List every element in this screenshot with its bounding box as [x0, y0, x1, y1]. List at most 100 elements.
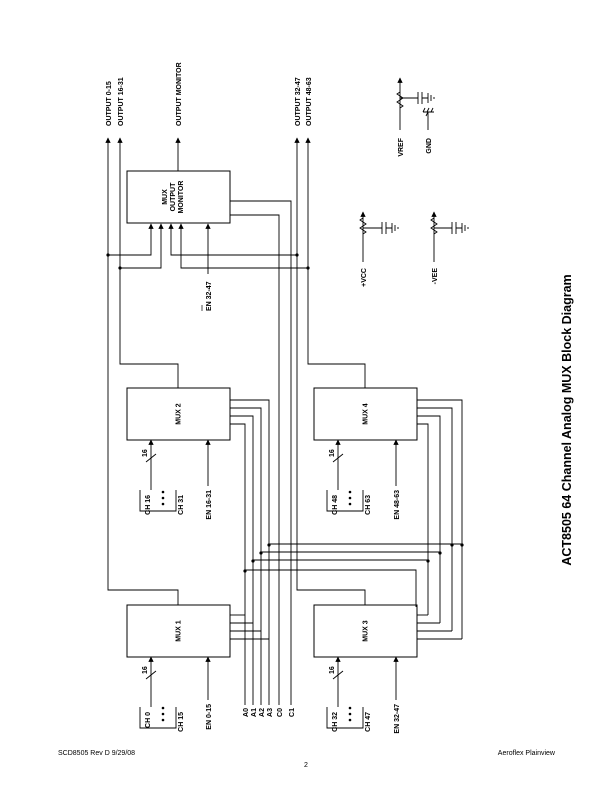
bus-junction-1	[243, 569, 247, 573]
addr-label-c0: C0	[277, 708, 284, 717]
ch31-label: CH 31	[178, 495, 185, 515]
vee-resistor-icon	[430, 217, 438, 235]
ellipsis-dot	[348, 712, 352, 716]
ellipsis-dot	[348, 502, 352, 506]
ch0-label: CH 0	[145, 712, 152, 728]
slash-mux4	[332, 453, 344, 463]
bus-mux2-a0	[230, 399, 270, 545]
vref-capacitor-icon	[400, 92, 435, 104]
output-48-63-label: OUTPUT 48-63	[306, 77, 313, 126]
output-0-15-label: OUTPUT 0-15	[106, 81, 113, 126]
mux4-label: MUX 4	[363, 403, 370, 425]
bus-mux4-a3	[417, 423, 429, 561]
bus-junction-5	[426, 559, 430, 563]
ch-bracket-mux3	[326, 707, 364, 729]
diagram-title: ACT8505 64 Channel Analog MUX Block Diag…	[560, 274, 574, 565]
bus-junction-4	[267, 543, 271, 547]
bus-junction-8	[460, 543, 464, 547]
vee-label: -VEE	[432, 268, 439, 285]
slash-mux3	[332, 670, 344, 680]
wire-mux2-out	[117, 137, 179, 388]
ellipsis-dot	[161, 496, 165, 500]
ch63-label: CH 63	[365, 495, 372, 515]
wire-mux3-out	[294, 137, 366, 605]
footer-left: SCD8505 Rev D 9/29/08	[58, 750, 135, 757]
footer-page-number: 2	[304, 762, 308, 769]
bus-a2	[260, 551, 441, 705]
wire-tap-48-63	[178, 223, 308, 269]
en-monitor-label: EN 32-47	[206, 281, 213, 311]
addr-label-a1: A1	[251, 708, 258, 717]
wire-mux1-out	[105, 137, 179, 605]
slash-mux2	[145, 453, 157, 463]
ch15-label: CH 15	[178, 712, 185, 732]
en-48-63-label: EN 48-63	[394, 490, 401, 520]
bus-junction-2	[251, 559, 255, 563]
junction-48-63	[306, 266, 310, 270]
wire-mux4-out	[305, 137, 366, 388]
mux2-block	[126, 387, 231, 441]
vcc-capacitor-icon	[363, 222, 399, 234]
junction-32-47	[295, 253, 299, 257]
mux1-block	[126, 604, 231, 658]
ellipsis-dot	[348, 490, 352, 494]
mux3-label: MUX 3	[363, 620, 370, 642]
wire-tap-16-31	[120, 223, 164, 269]
vcc-resistor-icon	[359, 217, 367, 235]
bus-mux4-a0	[417, 399, 463, 639]
ellipsis-dot	[161, 718, 165, 722]
addr-label-c1: C1	[289, 708, 296, 717]
monitor-label-line1: MUX	[162, 189, 169, 205]
vref-resistor-icon	[396, 91, 404, 109]
junction-0-15	[106, 253, 110, 257]
en-16-31-label: EN 16-31	[206, 490, 213, 520]
ellipsis-dot	[161, 712, 165, 716]
ellipsis-dot	[161, 706, 165, 710]
bus-c0	[230, 214, 280, 705]
ellipsis-dot	[348, 496, 352, 500]
vcc-label: +VCC	[361, 268, 368, 287]
gnd-label: GND	[426, 138, 433, 154]
bus-mux4-a1	[417, 407, 453, 545]
ellipsis-dot	[161, 490, 165, 494]
ch-bracket-mux1	[139, 707, 177, 729]
monitor-block	[126, 170, 231, 224]
bus-junction-3	[259, 551, 263, 555]
gnd-wire	[422, 107, 434, 130]
wire-tap-0-15	[108, 223, 154, 256]
vref-label: VREF	[398, 137, 405, 156]
bus-mux4-a2	[417, 415, 441, 553]
ellipsis-dot	[348, 718, 352, 722]
monitor-label-line3: MONITOR	[178, 181, 185, 214]
monitor-label-line2: OUTPUT	[170, 182, 177, 212]
bus-a0	[244, 569, 417, 705]
ch-bracket-mux2	[139, 490, 177, 512]
bus-mux2-a1	[230, 407, 262, 553]
ellipsis-dot	[348, 706, 352, 710]
mux2-label: MUX 2	[176, 403, 183, 425]
mux1-label: MUX 1	[176, 620, 183, 642]
bus-width-mux4: 16	[329, 449, 336, 457]
bus-c1	[230, 200, 292, 705]
addr-label-a3: A3	[267, 708, 274, 717]
bus-junction-6	[438, 551, 442, 555]
output-16-31-label: OUTPUT 16-31	[118, 77, 125, 126]
ch16-label: CH 16	[145, 495, 152, 515]
slash-mux1	[145, 670, 157, 680]
ellipsis-dot	[161, 502, 165, 506]
bus-mux2-a2	[230, 415, 254, 561]
ch-bracket-mux4	[326, 490, 364, 512]
bus-width-mux1: 16	[142, 666, 149, 674]
bus-width-mux2: 16	[142, 449, 149, 457]
bus-width-mux3: 16	[329, 666, 336, 674]
en-0-15-label: EN 0-15	[206, 704, 213, 730]
addr-label-a0: A0	[243, 708, 250, 717]
junction-16-31	[118, 266, 122, 270]
ch47-label: CH 47	[365, 712, 372, 732]
ch48-label: CH 48	[332, 495, 339, 515]
footer-right: Aeroflex Plainview	[498, 750, 556, 757]
bus-a1	[252, 559, 429, 705]
mux3-block	[313, 604, 418, 658]
ch32-label: CH 32	[332, 712, 339, 732]
